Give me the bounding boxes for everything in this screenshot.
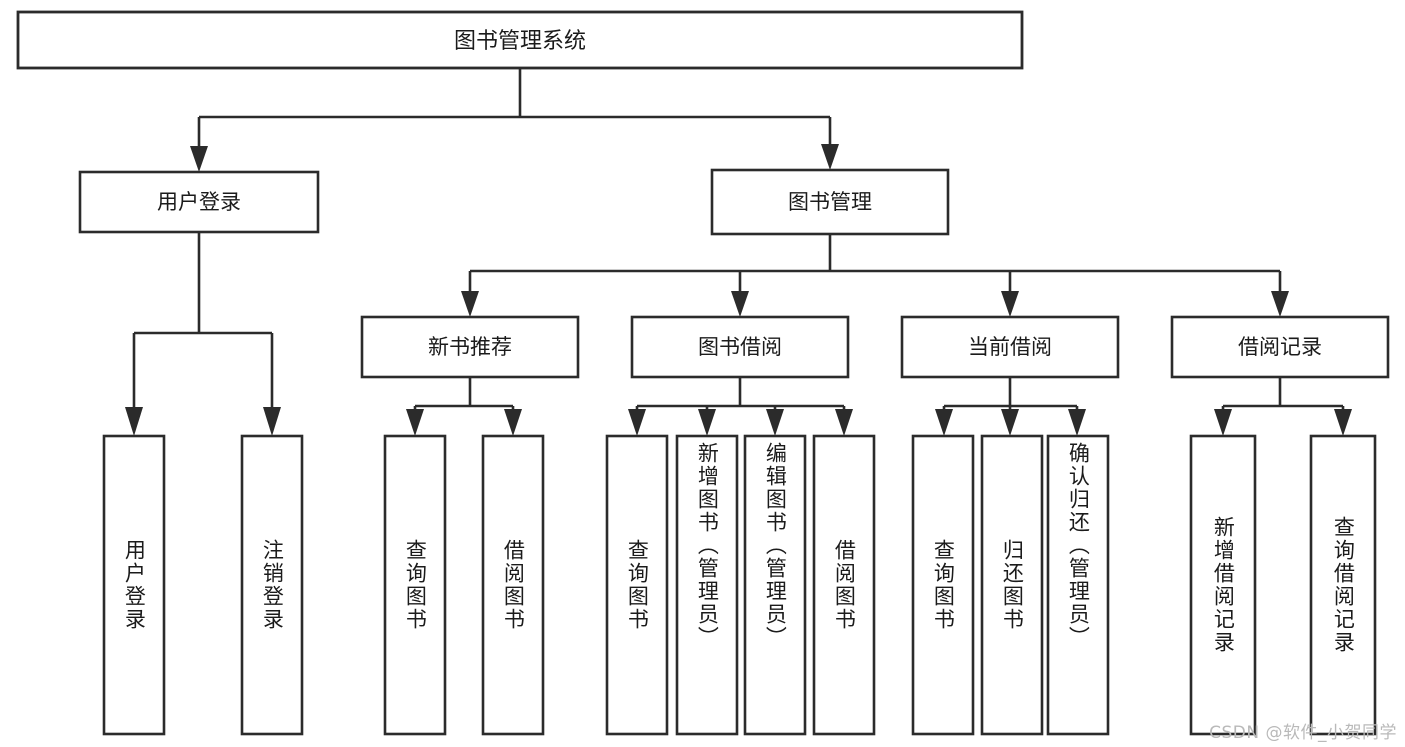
leaf-box-user-login[interactable] [102, 434, 166, 736]
leaf-boxes-group [102, 434, 1377, 736]
node-book-borrow-box[interactable] [630, 315, 850, 379]
arrow-head-leaf-9 [935, 409, 953, 436]
arrow-head-leaf-10 [1001, 409, 1019, 436]
node-root-box[interactable] [16, 10, 1024, 70]
arrow-head-leaf-7 [766, 409, 784, 436]
node-book-manage[interactable]: 图书管理 [710, 168, 950, 236]
connector-group-current-borrow [935, 377, 1086, 436]
arrow-head-leaf-6 [698, 409, 716, 436]
arrow-head-leaf-8 [835, 409, 853, 436]
leaf-box-query-book-bor[interactable] [605, 434, 669, 736]
arrow-head-book-borrow [731, 291, 749, 317]
node-root-label: 图书管理系统 [454, 29, 586, 54]
node-user-login[interactable]: 用户登录 [78, 170, 320, 234]
arrow-head-leaf-13 [1334, 409, 1352, 436]
leaf-box-add-book-admin[interactable] [675, 434, 739, 736]
arrow-head-leaf-1 [125, 407, 143, 436]
node-user-login-label: 用户登录 [157, 190, 241, 214]
node-current-borrow-label: 当前借阅 [968, 335, 1052, 359]
connector-group-borrow-record [1214, 377, 1352, 436]
connector-group-book-manage [461, 234, 1289, 317]
arrow-head-leaf-11 [1068, 409, 1086, 436]
node-book-manage-label: 图书管理 [788, 190, 872, 214]
node-new-book-recommend-box[interactable] [360, 315, 580, 379]
arrow-head-user-login [190, 146, 208, 172]
node-current-borrow-box[interactable] [900, 315, 1120, 379]
node-book-manage-box[interactable] [710, 168, 950, 236]
arrow-head-leaf-2 [263, 407, 281, 436]
node-new-book-recommend[interactable]: 新书推荐 [360, 315, 580, 379]
connector-group-user-login [125, 232, 281, 436]
leaf-box-query-record[interactable] [1309, 434, 1377, 736]
arrow-head-current-borrow [1001, 291, 1019, 317]
node-book-borrow[interactable]: 图书借阅 [630, 315, 850, 379]
leaf-box-return-book[interactable] [980, 434, 1044, 736]
connector-group-root [190, 68, 839, 172]
leaf-box-query-book-rec[interactable] [383, 434, 447, 736]
connector-group-new-book-rec [406, 377, 522, 436]
leaf-box-add-record[interactable] [1189, 434, 1257, 736]
node-new-book-recommend-label: 新书推荐 [428, 335, 512, 359]
leaf-box-borrow-book-bor[interactable] [812, 434, 876, 736]
node-user-login-box[interactable] [78, 170, 320, 234]
arrow-head-borrow-record [1271, 291, 1289, 317]
leaf-box-logout-login[interactable] [240, 434, 304, 736]
node-book-borrow-label: 图书借阅 [698, 335, 782, 359]
node-root[interactable]: 图书管理系统 [16, 10, 1024, 70]
leaf-box-query-book-cur[interactable] [911, 434, 975, 736]
arrow-head-leaf-12 [1214, 409, 1232, 436]
node-borrow-record-box[interactable] [1170, 315, 1390, 379]
arrow-head-leaf-3 [406, 409, 424, 436]
leaf-box-confirm-return[interactable] [1046, 434, 1110, 736]
csdn-watermark: CSDN @软件_小贺同学 [1209, 723, 1397, 743]
node-borrow-record-label: 借阅记录 [1238, 335, 1322, 359]
arrow-head-leaf-4 [504, 409, 522, 436]
node-current-borrow[interactable]: 当前借阅 [900, 315, 1120, 379]
arrow-head-book-manage [821, 144, 839, 170]
arrow-head-new-book-rec [461, 291, 479, 317]
connector-group-book-borrow [628, 377, 853, 436]
node-borrow-record[interactable]: 借阅记录 [1170, 315, 1390, 379]
arrow-head-leaf-5 [628, 409, 646, 436]
leaf-box-edit-book-admin[interactable] [743, 434, 807, 736]
leaf-box-borrow-book-rec[interactable] [481, 434, 545, 736]
